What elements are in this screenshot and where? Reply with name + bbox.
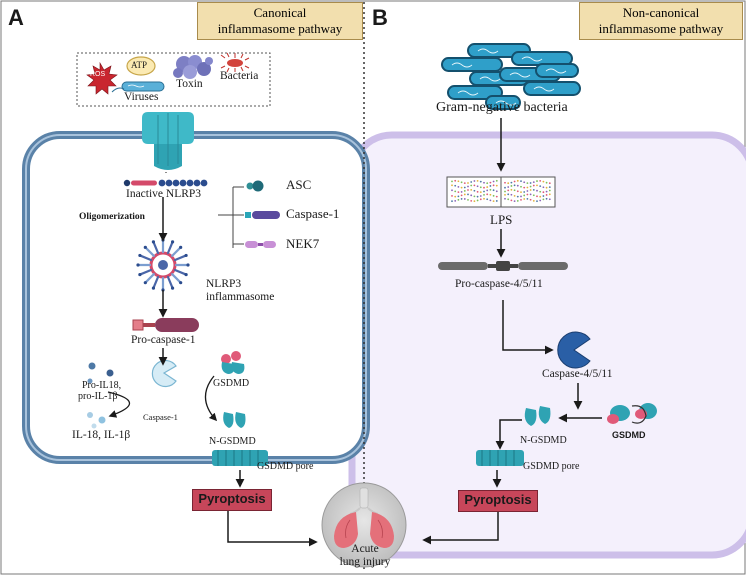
gsdmd-cleavage-arrow-a [204,375,218,422]
gsdmd-a-label: GSDMD [213,378,250,389]
toxin-label: Toxin [176,78,203,90]
inflammasome-label-line2: inflammasome [206,291,275,303]
lung-icon [321,482,407,568]
atp-label: ATP [131,60,148,70]
caspase-4-5-11-icon [557,331,591,369]
arrow-ngsdmd-to-pore [495,419,522,450]
oligomerization-label: Oligomerization [79,212,145,222]
cell-a-membrane [22,131,370,464]
gsdmd-pore-a-icon [212,450,268,466]
nek7-label: NEK7 [286,236,320,251]
il-icon [87,412,106,429]
n-gsdmd-b-label: N-GSDMD [520,435,567,446]
lps-icon [446,176,556,208]
nlrp3-inflammasome-icon [136,238,190,292]
caspase1-component-label: Caspase-1 [286,206,340,221]
viruses-label: Viruses [124,91,159,103]
arrow-to-caspase-b [502,300,554,355]
pro-caspase-b-label: Pro-caspase-4/5/11 [455,278,543,290]
lps-label: LPS [490,212,513,227]
panel-a-title-line2: inflammasome pathway [217,21,343,36]
ros-icon [86,61,118,95]
pyroptosis-a-box: Pyroptosis [192,489,272,511]
gsdmd-a-icon [221,351,245,374]
pro-il-label-line2: pro-IL-1β [78,391,118,402]
receptor-icon [142,112,194,170]
gram-negative-label: Gram-negative bacteria [436,100,568,115]
caspase-b-label: Caspase-4/5/11 [542,368,613,380]
ros-label: ROS [90,71,106,78]
caspase1-active-label: Caspase-1 [143,412,178,422]
arrow-to-lung-a [227,510,318,547]
components-bracket [218,186,244,248]
nlrp3-inactive-icon [123,179,208,187]
toxin-icon [173,55,213,79]
panel-b-letter: B [372,5,388,30]
panel-a-title-line1: Canonical [253,5,307,20]
il-label: IL-18, IL-1β [72,429,131,441]
pro-il-label-line1: Pro-IL18, [82,380,122,391]
gsdmd-pore-b-label: GSDMD pore [523,461,580,472]
n-gsdmd-b-icon [524,406,551,426]
outcome-line2: lung injury [339,556,391,568]
asc-label: ASC [286,177,312,192]
inactive-nlrp3-label: Inactive NLRP3 [126,188,202,200]
virus-icon [111,81,165,93]
caspase1-active-icon [151,359,177,388]
inflammasome-label-line1: NLRP3 [206,278,242,290]
il-processing-arrow [107,391,131,418]
asc-icon [246,180,264,192]
bacteria-label: Bacteria [220,70,259,82]
outcome-line1: Acute [351,543,379,555]
panel-b-title-line2: inflammasome pathway [598,21,724,36]
gsdmd-pore-a-label: GSDMD pore [257,461,314,472]
gsdmd-pore-b-icon [476,450,524,466]
arrow-to-lung-b [422,512,499,545]
panel-b-title-line1: Non-canonical [622,5,700,20]
n-gsdmd-a-label: N-GSDMD [209,436,256,447]
panel-a-title: Canonical inflammasome pathway [197,2,363,40]
pyroptosis-b-box: Pyroptosis [458,490,538,512]
gsdmd-b-icon [607,403,657,424]
panel-b-title: Non-canonical inflammasome pathway [579,2,743,40]
panel-a-letter: A [8,5,24,30]
gram-negative-bacteria-icon [441,43,581,110]
gsdmd-b-label: GSDMD [612,430,646,440]
pro-caspase1-icon [132,318,199,332]
pro-caspase1-label: Pro-caspase-1 [131,334,196,346]
nek7-icon [245,241,276,248]
bacteria-icon [220,52,250,73]
pro-caspase-4-5-11-icon [438,261,568,271]
atp-icon [126,56,156,76]
n-gsdmd-a-icon [223,412,246,428]
pro-il-icon [87,362,114,384]
caspase1-component-icon [245,211,280,219]
